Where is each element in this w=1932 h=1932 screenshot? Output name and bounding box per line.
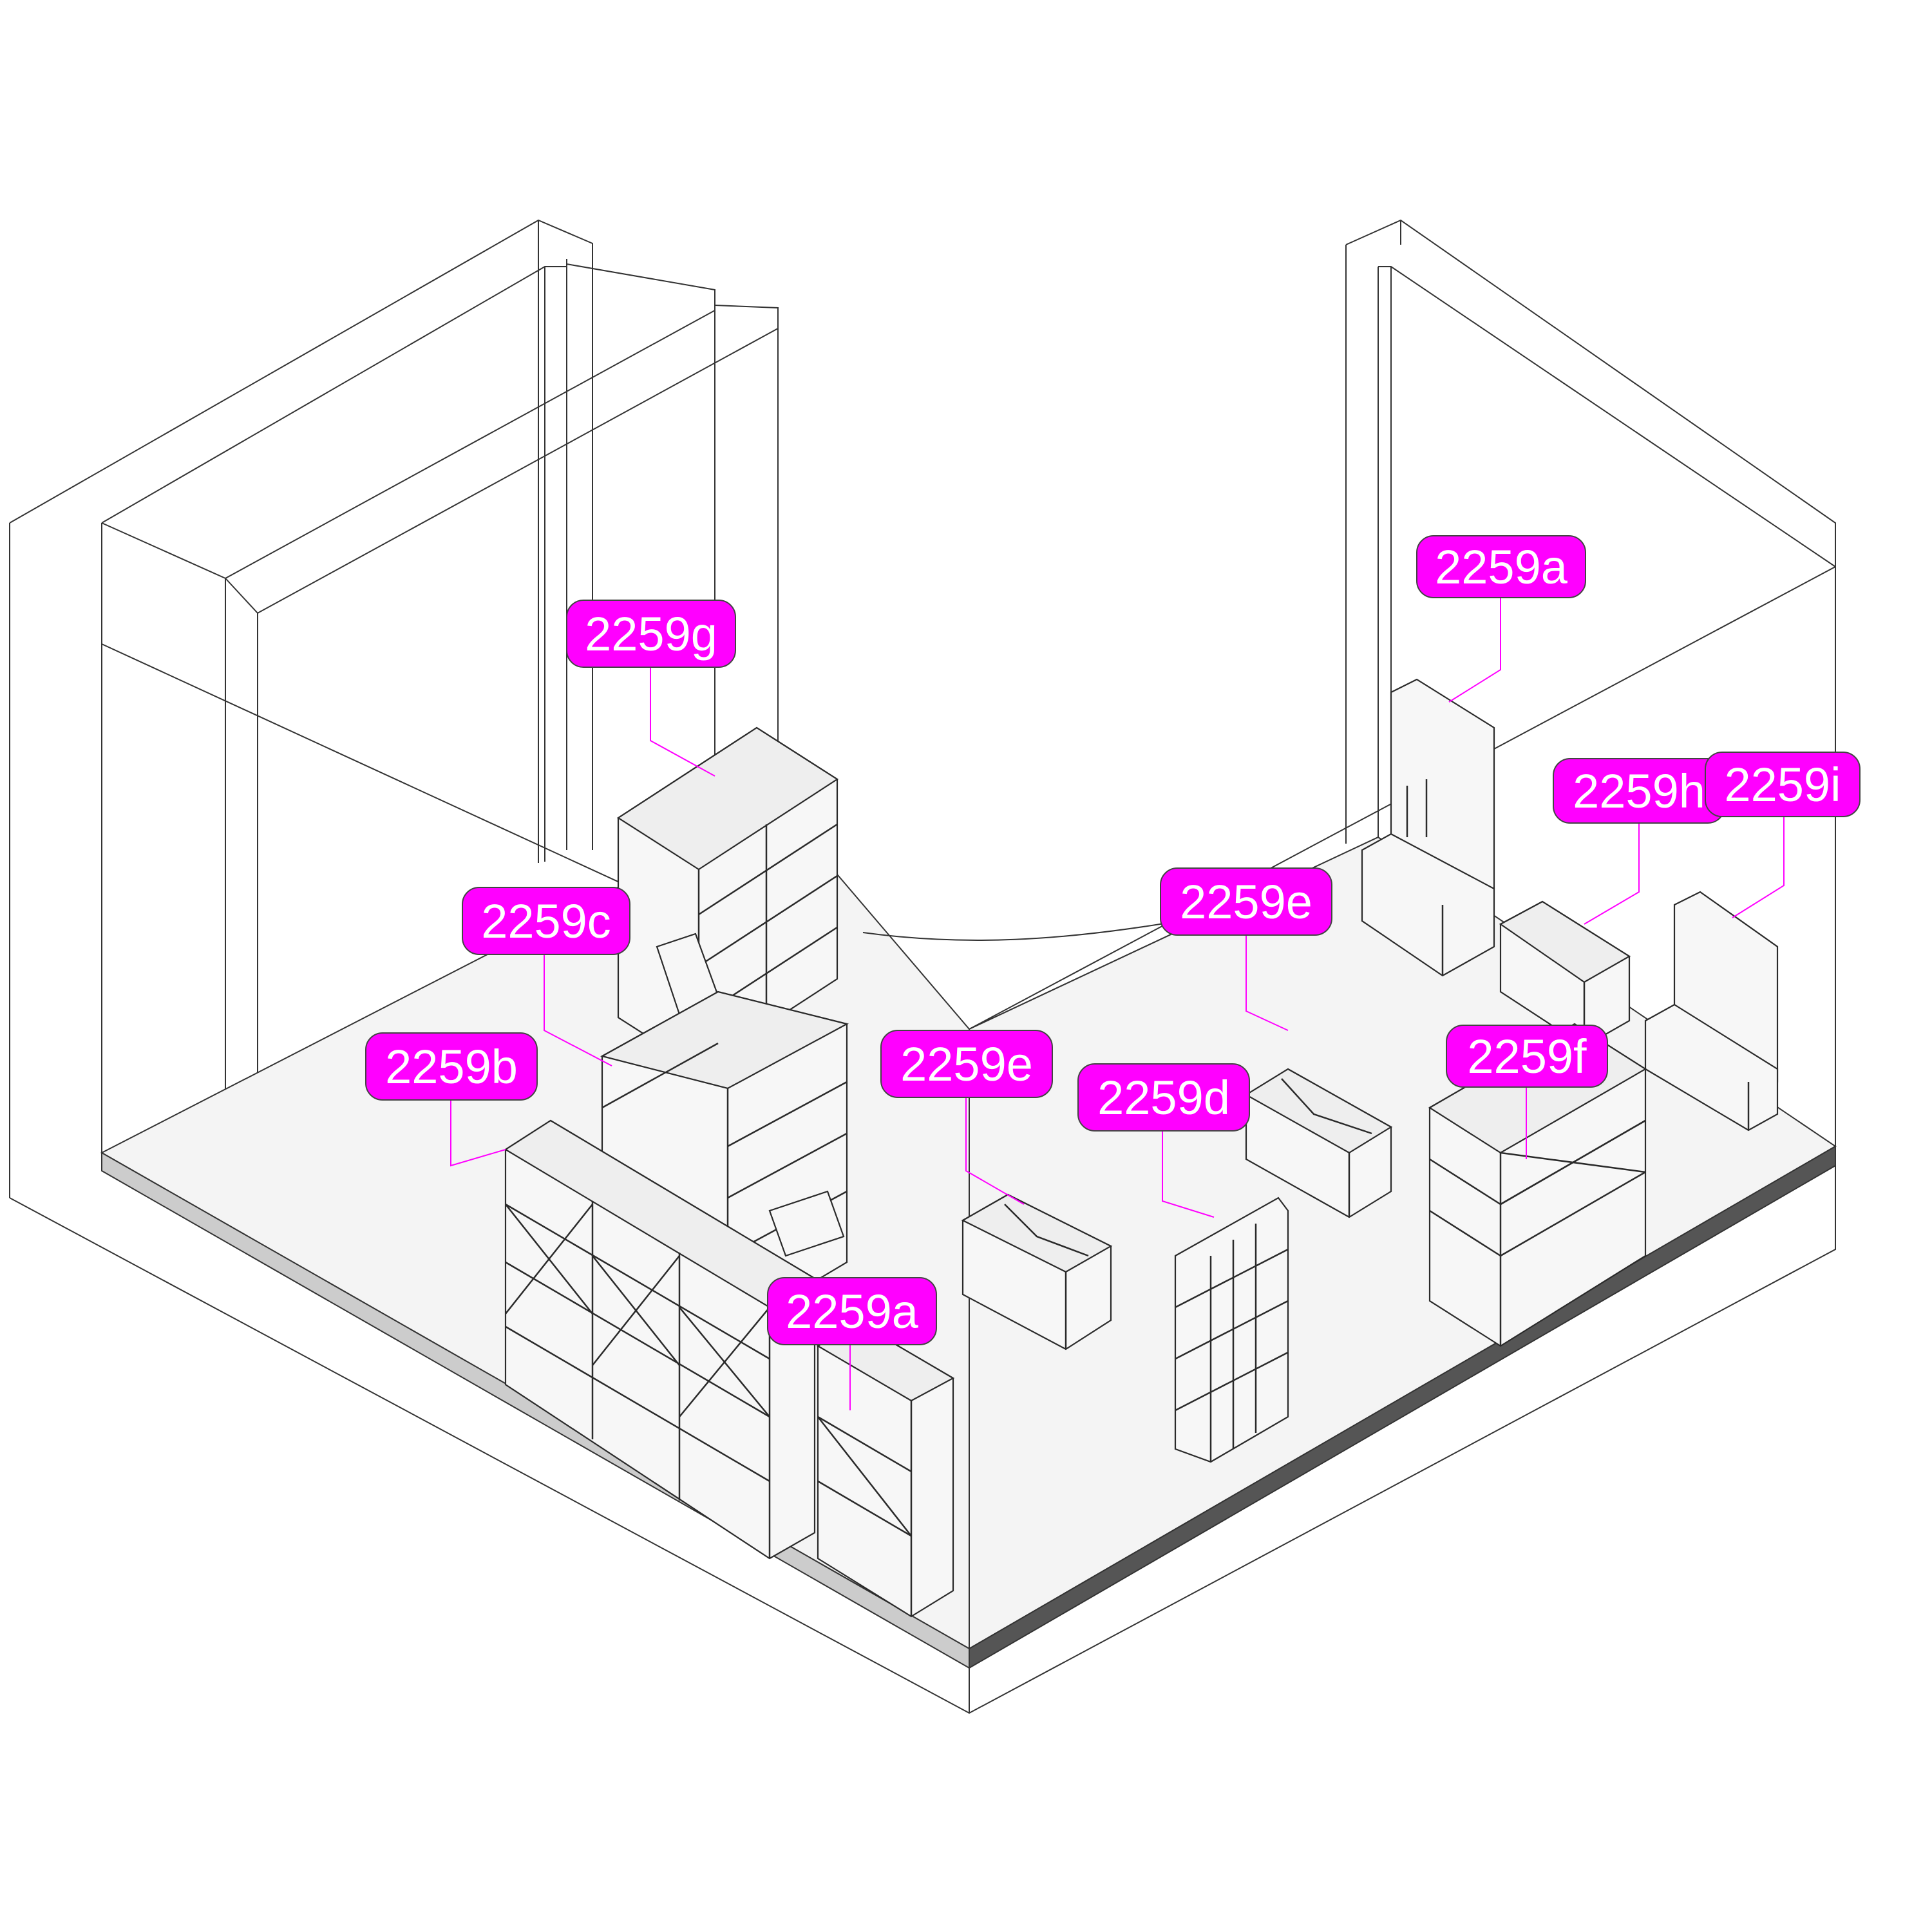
label-2259c[interactable]: 2259c <box>462 887 630 955</box>
svg-text:2259g: 2259g <box>585 607 717 661</box>
tag-labels: 2259g 2259c 2259b 2259e 2259e 2259d 2259… <box>365 535 1861 1345</box>
label-2259a-front[interactable]: 2259a <box>767 1277 937 1345</box>
label-2259b[interactable]: 2259b <box>365 1032 538 1101</box>
furniture-2259h <box>1499 900 1631 1048</box>
svg-text:2259b: 2259b <box>385 1040 518 1094</box>
label-2259e-right[interactable]: 2259e <box>1160 867 1332 936</box>
svg-text:2259a: 2259a <box>1435 540 1568 594</box>
label-2259h[interactable]: 2259h <box>1553 758 1725 824</box>
label-2259i[interactable]: 2259i <box>1705 752 1861 817</box>
furniture-2259e-right <box>1244 1068 1393 1218</box>
svg-text:2259e: 2259e <box>1180 875 1312 929</box>
furniture-2259d <box>1174 1197 1289 1463</box>
label-2259d[interactable]: 2259d <box>1077 1063 1250 1132</box>
label-2259a-back[interactable]: 2259a <box>1416 535 1586 598</box>
label-2259f[interactable]: 2259f <box>1446 1025 1608 1088</box>
furniture-2259a-back <box>1361 678 1495 977</box>
label-2259e-center[interactable]: 2259e <box>880 1030 1053 1098</box>
svg-text:2259c: 2259c <box>481 895 611 948</box>
furniture-2259i <box>1644 891 1779 1132</box>
svg-text:2259f: 2259f <box>1467 1030 1587 1083</box>
svg-text:2259h: 2259h <box>1573 764 1705 818</box>
furniture-2259e-center <box>961 1193 1113 1350</box>
svg-text:2259e: 2259e <box>900 1037 1033 1091</box>
leader-lines <box>450 596 1785 1410</box>
furniture-2259b <box>504 1119 817 1560</box>
svg-text:2259a: 2259a <box>786 1285 919 1338</box>
label-2259g[interactable]: 2259g <box>566 600 736 668</box>
svg-text:2259i: 2259i <box>1724 758 1841 811</box>
svg-text:2259d: 2259d <box>1097 1071 1230 1124</box>
